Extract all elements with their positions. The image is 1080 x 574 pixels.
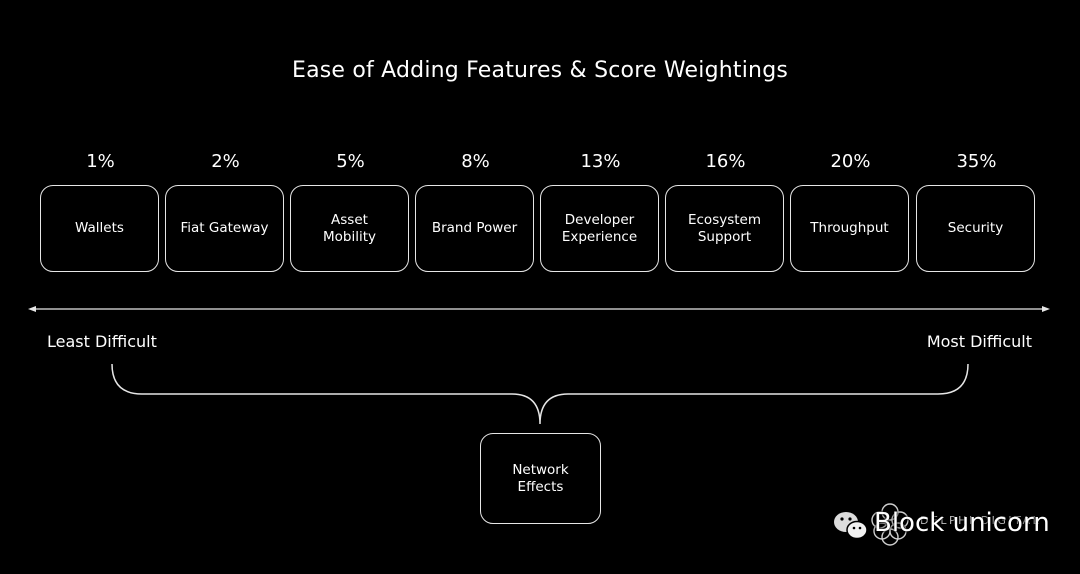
feature-weight: 16% [705,151,746,172]
wechat-icon [834,512,868,540]
feature-weight: 20% [830,151,871,172]
watermark-text: Block unicorn [874,508,1050,538]
diagram-title: Ease of Adding Features & Score Weightin… [291,58,789,83]
feature-box-developer-experience: Developer Experience [540,185,659,272]
feature-box-fiat-gateway: Fiat Gateway [165,185,284,272]
feature-weight: 8% [461,151,490,172]
difficulty-axis-arrow [28,306,1050,312]
feature-box-wallets: Wallets [40,185,159,272]
feature-box-throughput: Throughput [790,185,909,272]
feature-box-asset-mobility: Asset Mobility [290,185,409,272]
feature-weight: 13% [580,151,621,172]
feature-weight: 2% [211,151,240,172]
delphi-logo-icon [871,503,909,546]
feature-box-security: Security [916,185,1035,272]
feature-box-brand-power: Brand Power [415,185,534,272]
feature-weight: 1% [86,151,115,172]
least-difficult-label: Least Difficult [47,332,157,351]
curly-bracket [111,363,969,425]
feature-weight: 35% [956,151,997,172]
feature-weight: 5% [336,151,365,172]
most-difficult-label: Most Difficult [926,332,1032,351]
network-effects-box: Network Effects [480,433,601,524]
watermark: DELPHI DIGITAL Block unicorn [828,498,1068,550]
delphi-digital-logo-text: DELPHI DIGITAL [920,514,1042,527]
feature-box-ecosystem-support: Ecosystem Support [665,185,784,272]
